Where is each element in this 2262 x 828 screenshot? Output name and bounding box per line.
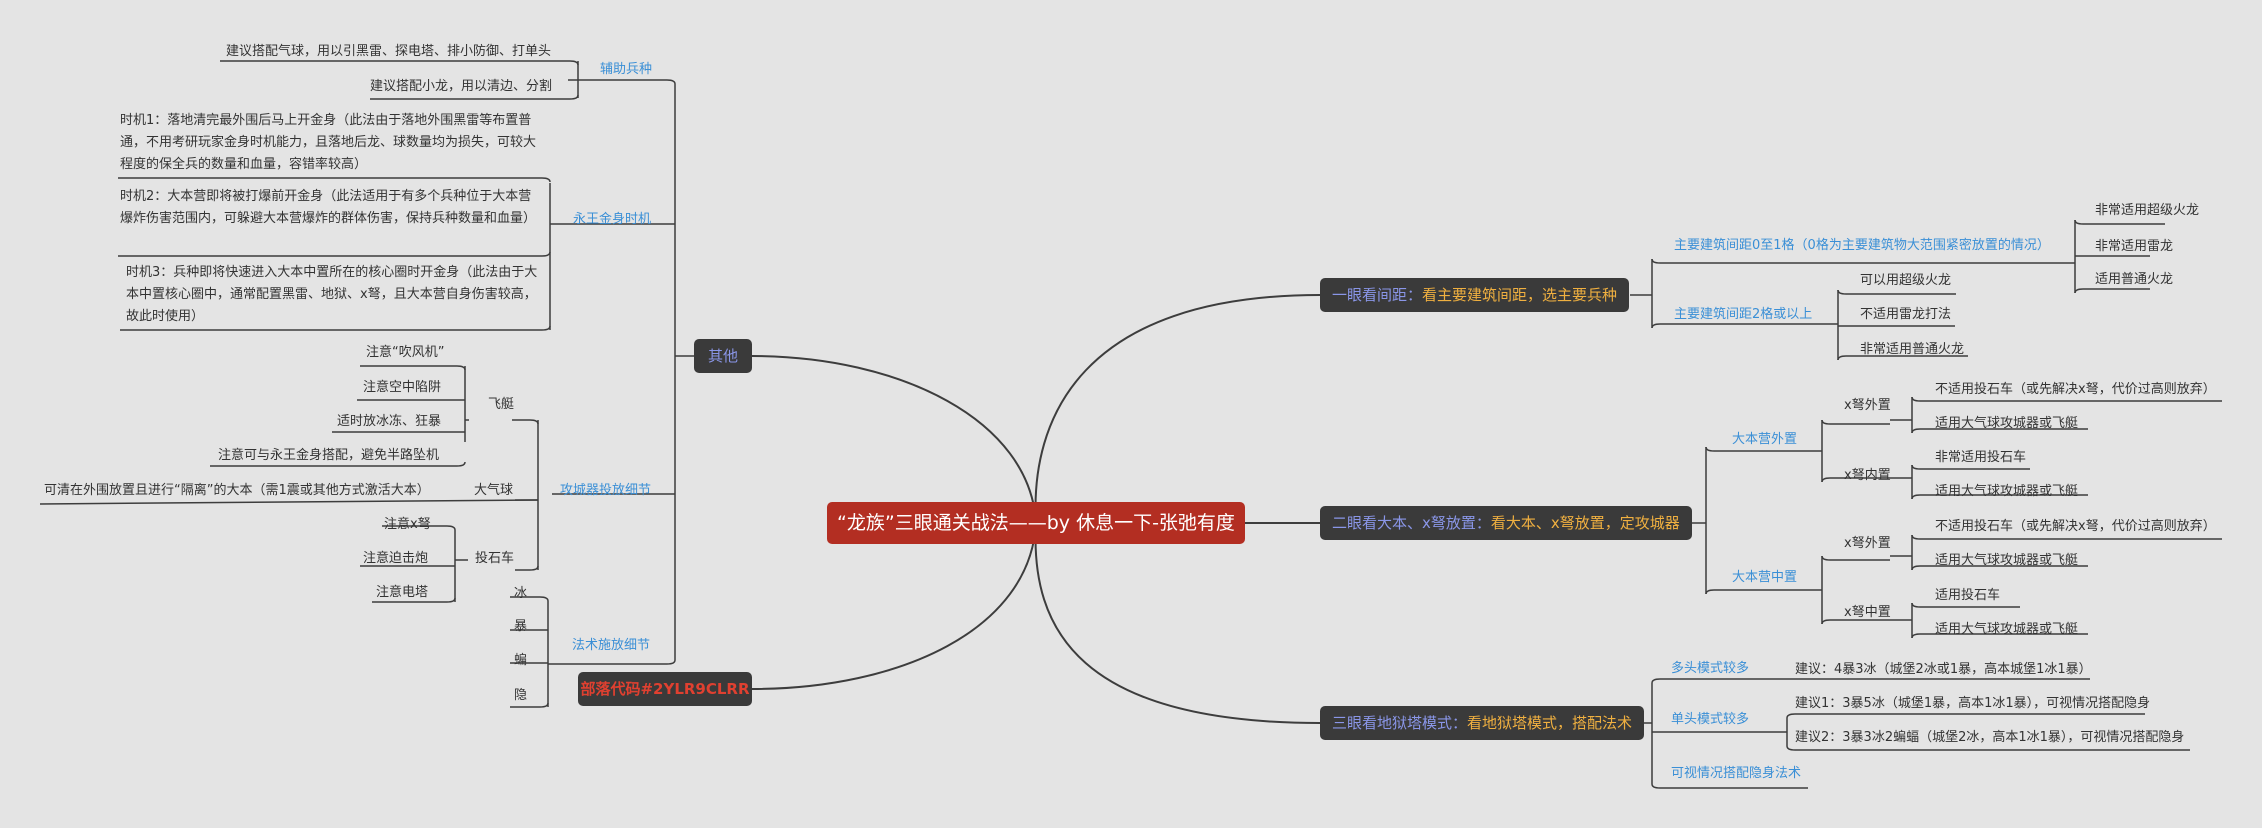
eye3-label-b: 看地狱塔模式，搭配法术	[1467, 714, 1633, 732]
eye1-label-b: 看主要建筑间距，选主要兵种	[1422, 286, 1618, 304]
eye2-leaf[interactable]: 适用大气球攻城器或飞艇	[1935, 484, 2079, 499]
blimp-item[interactable]: 注意“吹风机”	[366, 345, 445, 360]
eye2-label-b: 看大本、x弩放置，定攻城器	[1490, 514, 1680, 532]
eye2-leaf[interactable]: 适用大气球攻城器或飞艇	[1935, 416, 2079, 431]
blimp-item[interactable]: 适时放冰冻、狂暴	[337, 414, 442, 429]
eye1-label-a: 一眼看间距：	[1332, 286, 1423, 304]
eye3-multi-label[interactable]: 多头模式较多	[1671, 661, 1750, 676]
eternal-item[interactable]: 时机3：兵种即将快速进入大本中置所在的核心圈时开金身（此法由于大本中置核心圈中，…	[126, 265, 538, 324]
support-item[interactable]: 建议搭配小龙，用以清边、分割	[370, 79, 553, 94]
eye1-g2-item[interactable]: 可以用超级火龙	[1860, 273, 1952, 288]
blimp-label[interactable]: 飞艇	[488, 397, 515, 412]
topic-other[interactable]: 其他	[694, 339, 752, 373]
thrower-item[interactable]: 注意x弩	[384, 517, 431, 532]
eye1-g1-item[interactable]: 非常适用超级火龙	[2095, 203, 2200, 218]
eye1-g1-item[interactable]: 适用普通火龙	[2095, 272, 2174, 287]
blimp-item[interactable]: 注意可与永王金身搭配，避免半路坠机	[218, 448, 440, 463]
eye1-g1-item[interactable]: 非常适用雷龙	[2095, 239, 2174, 254]
eye2-leaf[interactable]: 非常适用投石车	[1935, 450, 2027, 465]
other-label: 其他	[707, 347, 738, 365]
eye1-g2-item[interactable]: 不适用雷龙打法	[1860, 307, 1952, 322]
eye2-leaf[interactable]: 适用投石车	[1935, 588, 2001, 603]
spell-item[interactable]: 暴	[514, 619, 528, 634]
support-label[interactable]: 辅助兵种	[600, 62, 653, 77]
spell-item[interactable]: 蝙	[514, 653, 528, 668]
eye2-outer-label[interactable]: 大本营外置	[1732, 432, 1798, 447]
tribe-code-label: 部落代码#2YLR9CLRR	[580, 680, 750, 698]
root-topic[interactable]: “龙族”三眼通关战法——by 休息一下-张弛有度	[827, 502, 1245, 544]
eye2-label-a: 二眼看大本、x弩放置：	[1332, 514, 1491, 532]
eye2-leaf[interactable]: 不适用投石车（或先解决x弩，代价过高则放弃）	[1935, 382, 2216, 397]
eye3-leaf[interactable]: 建议：4暴3冰（城堡2冰或1暴，高本城堡1冰1暴）	[1795, 662, 2092, 677]
eye3-stealth-label[interactable]: 可视情况搭配隐身法术	[1671, 766, 1802, 781]
eternal-item[interactable]: 时机1：落地清完最外围后马上开金身（此法由于落地外围黑雷等布置普通，不用考研玩家…	[120, 113, 537, 172]
eye2-inner-b-label[interactable]: x弩中置	[1844, 605, 1891, 620]
thrower-item[interactable]: 注意迫击炮	[363, 551, 429, 566]
blimp-item[interactable]: 注意空中陷阱	[363, 380, 442, 395]
eye2-inner-a-label[interactable]: x弩外置	[1844, 536, 1891, 551]
siege-label[interactable]: 攻城器投放细节	[560, 483, 652, 498]
eye2-inner-label[interactable]: 大本营中置	[1732, 570, 1798, 585]
spell-label[interactable]: 法术施放细节	[572, 638, 651, 653]
eye1-g2-label[interactable]: 主要建筑间距2格或以上	[1674, 307, 1813, 322]
eye2-leaf[interactable]: 适用大气球攻城器或飞艇	[1935, 553, 2079, 568]
eye3-label-a: 三眼看地狱塔模式：	[1332, 714, 1468, 732]
topic-eye1[interactable]: 一眼看间距：看主要建筑间距，选主要兵种	[1320, 278, 1630, 312]
topic-eye2[interactable]: 二眼看大本、x弩放置：看大本、x弩放置，定攻城器	[1320, 506, 1692, 540]
topic-eye3[interactable]: 三眼看地狱塔模式：看地狱塔模式，搭配法术	[1320, 706, 1645, 740]
spell-item[interactable]: 隐	[514, 688, 528, 703]
eye3-single-label[interactable]: 单头模式较多	[1671, 712, 1750, 727]
thrower-label[interactable]: 投石车	[475, 551, 515, 566]
eye1-g1-label[interactable]: 主要建筑间距0至1格（0格为主要建筑物大范围紧密放置的情况）	[1674, 238, 2050, 253]
balloon-label[interactable]: 大气球	[474, 483, 514, 498]
eye2-leaf[interactable]: 不适用投石车（或先解决x弩，代价过高则放弃）	[1935, 519, 2216, 534]
eye3-leaf[interactable]: 建议1：3暴5冰（城堡1暴，高本1冰1暴），可视情况搭配隐身	[1795, 696, 2151, 711]
eye2-leaf[interactable]: 适用大气球攻城器或飞艇	[1935, 622, 2079, 637]
support-item[interactable]: 建议搭配气球，用以引黑雷、探电塔、排小防御、打单头	[226, 44, 552, 59]
eternal-item[interactable]: 时机2：大本营即将被打爆前开金身（此法适用于有多个兵种位于大本营爆炸伤害范围内，…	[120, 189, 537, 226]
eternal-label[interactable]: 永王金身时机	[573, 212, 652, 227]
balloon-item[interactable]: 可清在外围放置且进行“隔离”的大本（需1震或其他方式激活大本）	[44, 483, 430, 498]
eye2-outer-a-label[interactable]: x弩外置	[1844, 398, 1891, 413]
eye2-outer-b-label[interactable]: x弩内置	[1844, 468, 1891, 483]
eye1-g2-item[interactable]: 非常适用普通火龙	[1860, 342, 1965, 357]
thrower-item[interactable]: 注意电塔	[376, 585, 429, 600]
eye3-leaf[interactable]: 建议2：3暴3冰2蝙蝠（城堡2冰，高本1冰1暴），可视情况搭配隐身	[1795, 730, 2185, 745]
tribe-code-topic[interactable]: 部落代码#2YLR9CLRR	[578, 672, 752, 706]
spell-item[interactable]: 冰	[514, 586, 528, 601]
